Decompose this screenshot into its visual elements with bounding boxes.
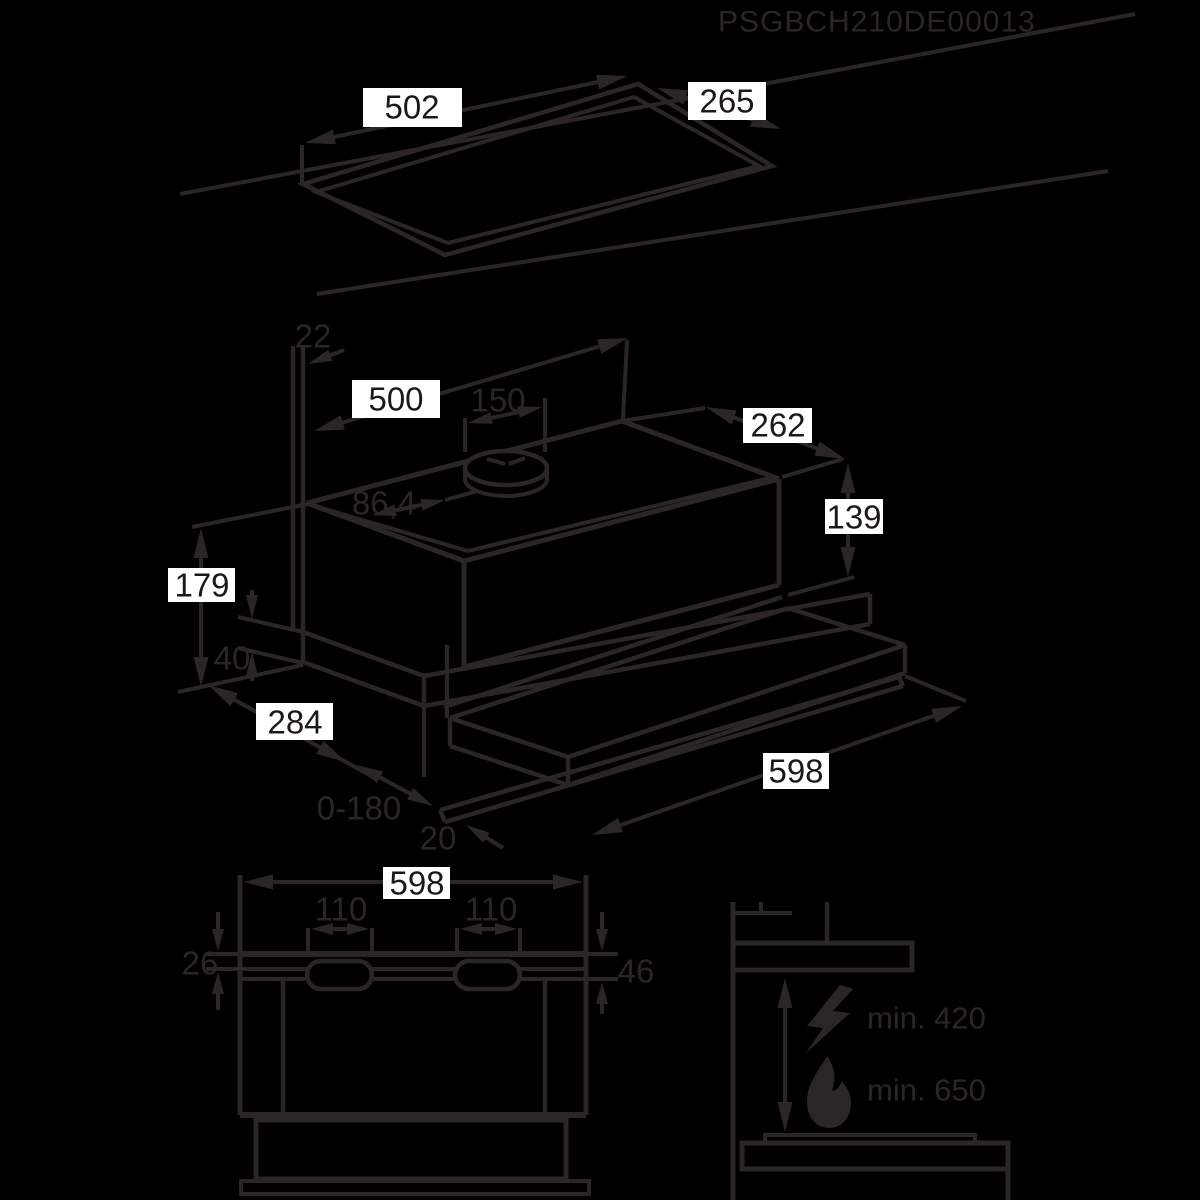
dim-cutout-width: 502 bbox=[384, 89, 439, 126]
dim-rear-gap: 22 bbox=[295, 318, 332, 355]
dim-visor-travel: 0-180 bbox=[317, 790, 401, 827]
duct-collar-detail bbox=[463, 478, 549, 498]
dim-body-width: 500 bbox=[368, 381, 423, 418]
dim-cutout-depth: 265 bbox=[699, 83, 754, 120]
dim-body-height-box bbox=[825, 499, 883, 534]
dim-duct-diameter: 150 bbox=[470, 382, 525, 419]
dim-total-height: 179 bbox=[174, 567, 229, 604]
dimension-labels: PSGBCH210DE00013 502 265 22 500 150 86,4 262 139… bbox=[168, 6, 1036, 1108]
duct-collar-detail bbox=[463, 468, 549, 479]
dim-total-height-box bbox=[168, 568, 235, 602]
dim-base-depth: 284 bbox=[267, 704, 322, 741]
dim-hob-clearance: min. 650 bbox=[867, 1073, 986, 1108]
product-code: PSGBCH210DE00013 bbox=[718, 6, 1036, 39]
installation-icons bbox=[806, 985, 853, 1128]
dim-base-height: 40 bbox=[214, 640, 251, 677]
dim-body-height: 139 bbox=[826, 499, 881, 536]
lightning-icon bbox=[806, 985, 853, 1053]
dimension-arrows bbox=[193, 74, 962, 1132]
dim-cutout-depth-box bbox=[688, 82, 766, 120]
dim-top-depth: 262 bbox=[750, 407, 805, 444]
dim-base-depth-box bbox=[256, 703, 333, 740]
drawing-lines bbox=[177, 12, 1136, 1200]
dim-base-width-box bbox=[763, 753, 829, 789]
dim-base-width: 598 bbox=[768, 753, 823, 790]
dim-top-offset: 26 bbox=[182, 945, 219, 982]
dim-slot-width-left: 110 bbox=[315, 891, 368, 928]
dim-overall-width-box bbox=[383, 867, 450, 899]
dim-top-depth-box bbox=[743, 408, 812, 443]
flame-icon bbox=[807, 1056, 851, 1128]
duct-collar-detail bbox=[486, 456, 526, 466]
dim-slot-width-right: 110 bbox=[465, 891, 518, 928]
dim-duct-offset: 86,4 bbox=[352, 485, 416, 522]
dim-electric-clearance: min. 420 bbox=[867, 1001, 986, 1036]
dim-overall-width: 598 bbox=[389, 865, 444, 902]
dim-panel-height: 46 bbox=[618, 953, 655, 990]
dim-body-width-box bbox=[352, 380, 440, 418]
masked-shapes bbox=[304, 448, 550, 992]
dim-visor-lip: 20 bbox=[420, 820, 457, 857]
dim-cutout-width-box bbox=[363, 88, 462, 127]
